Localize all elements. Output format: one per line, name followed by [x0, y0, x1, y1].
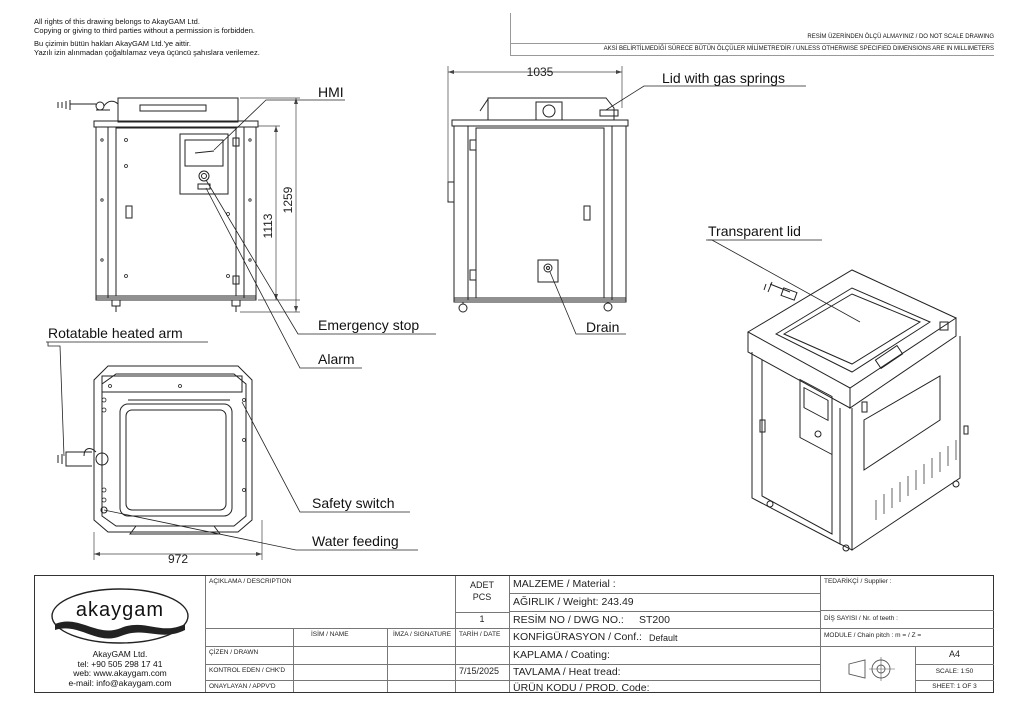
- company-web: web: www.akaygam.com: [73, 668, 167, 678]
- scale-value: SCALE: 1:50: [935, 668, 974, 675]
- callout-alarm: Alarm: [318, 351, 355, 367]
- logo-wordmark: akaygam: [76, 599, 164, 621]
- sheet-value: SHEET: 1 OF 3: [932, 683, 977, 690]
- callout-lid-gas-springs: Lid with gas springs: [662, 70, 785, 86]
- dwg-value: ST200: [639, 614, 670, 626]
- checked-label: KONTROL EDEN / CHK'D: [209, 667, 286, 674]
- callout-water-feeding: Water feeding: [312, 533, 399, 549]
- company-name: AkayGAM Ltd.: [92, 649, 148, 659]
- company-logo: akaygam: [51, 588, 189, 644]
- signature-col-header: İMZA / SIGNATURE: [393, 631, 452, 638]
- description-label: AÇIKLAMA / DESCRIPTION: [209, 578, 292, 585]
- technical-drawing: 1113 1259 1035 972 HMI Emergency stop Al…: [46, 65, 969, 566]
- teeth-label: DİŞ SAYISI / Nr. of teeth :: [824, 615, 898, 622]
- isometric-view: [746, 269, 969, 552]
- drawn-label: ÇİZEN / DRAWN: [209, 649, 259, 656]
- notice-line: Yazılı izin alınmadan çoğaltılamaz veya …: [34, 48, 260, 57]
- company-contact: AkayGAM Ltd. tel: +90 505 298 17 41 web:…: [35, 649, 205, 688]
- supplier-label: TEDARİKÇİ / Supplier :: [824, 578, 892, 585]
- dwg-label: RESİM NO / DWG NO.:: [513, 614, 624, 626]
- callout-emergency-stop: Emergency stop: [318, 317, 419, 333]
- units-note: AKSİ BELİRTİLMEDİĞİ SÜRECE BÜTÜN ÖLÇÜLER…: [603, 46, 994, 52]
- company-email: e-mail: info@akaygam.com: [68, 677, 172, 688]
- projection-symbol-icon: [848, 657, 895, 681]
- weight-label: AĞIRLIK / Weight: 243.49: [513, 596, 634, 608]
- dim-height-body: 1113: [261, 213, 275, 238]
- module-label: MODULE / Chain pitch : m = / Z =: [824, 632, 922, 639]
- approved-label: ONAYLAYAN / APPV'D: [209, 683, 276, 690]
- front-view: [57, 97, 259, 312]
- notice-line: All rights of this drawing belongs to Ak…: [34, 17, 200, 26]
- scale-note: RESİM ÜZERİNDEN ÖLÇÜ ALMAYINIZ / DO NOT …: [807, 34, 994, 40]
- material-label: MALZEME / Material :: [513, 578, 616, 590]
- qty-value: 1: [479, 614, 485, 624]
- callout-safety-switch: Safety switch: [312, 495, 394, 511]
- date-col-header: TARİH / DATE: [459, 631, 501, 638]
- company-tel: tel: +90 505 298 17 41: [77, 658, 163, 669]
- heat-label: TAVLAMA / Heat tread:: [513, 666, 621, 678]
- title-block: akaygam AkayGAM Ltd. tel: +90 505 298 17…: [34, 575, 994, 694]
- date-value: 7/15/2025: [459, 666, 500, 676]
- copyright-notice: All rights of this drawing belongs to Ak…: [34, 17, 260, 57]
- coating-label: KAPLAMA / Coating:: [513, 649, 610, 661]
- top-view: [57, 365, 253, 535]
- side-view: [447, 97, 629, 313]
- name-col-header: İSİM / NAME: [311, 631, 349, 638]
- conf-value: Default: [649, 633, 678, 643]
- conf-label: KONFİGÜRASYON / Conf.:: [513, 631, 642, 643]
- dim-depth: 1035: [527, 65, 554, 79]
- dim-height-total: 1259: [281, 186, 295, 213]
- paper-size: A4: [948, 649, 960, 659]
- notice-line: Copying or giving to third parties witho…: [34, 26, 255, 35]
- dim-width: 972: [168, 552, 188, 566]
- callout-hmi: HMI: [318, 84, 344, 100]
- callout-rotatable-arm: Rotatable heated arm: [48, 325, 183, 341]
- qty-label-1: ADET: [469, 580, 494, 590]
- callout-transparent-lid: Transparent lid: [708, 223, 801, 239]
- callout-drain: Drain: [586, 319, 619, 335]
- prod-label: ÜRÜN KODU / PROD. Code:: [513, 682, 650, 694]
- qty-label-2: PCS: [472, 592, 492, 602]
- notice-line: Bu çizimin bütün hakları AkayGAM Ltd.'ye…: [34, 39, 191, 48]
